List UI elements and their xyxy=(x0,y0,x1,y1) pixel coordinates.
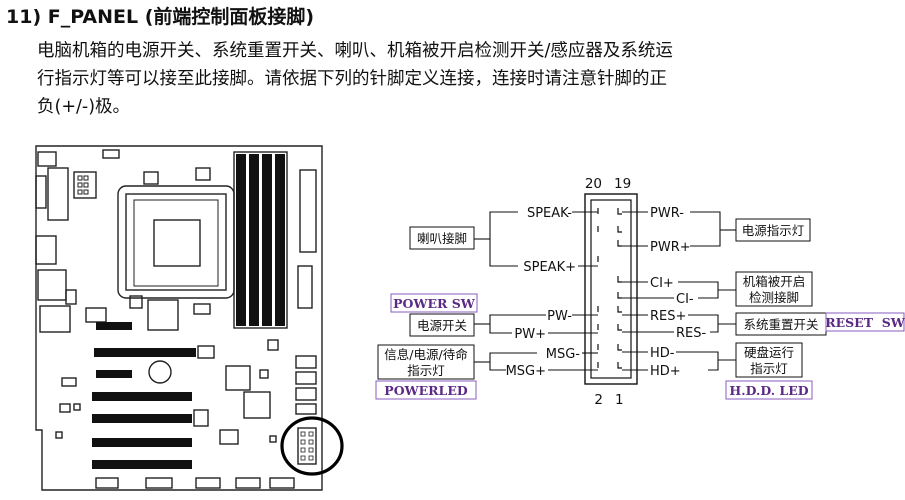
power-sw-tag-box xyxy=(390,293,478,313)
section-heading: 11) F_PANEL (前端控制面板接脚) xyxy=(6,6,315,28)
highlight-circle xyxy=(280,416,344,476)
connector-lines xyxy=(474,211,736,371)
power-switch-box xyxy=(409,313,475,337)
pin-label-19: 19 xyxy=(614,176,631,192)
pin-pwr-minus-label: PWR- xyxy=(650,206,684,221)
hdd-led-tag-box xyxy=(725,380,813,400)
hdd-led-box-label-2: 指示灯 xyxy=(750,361,788,376)
pin-label-20: 20 xyxy=(585,176,602,192)
power-led-tag: POWERLED xyxy=(384,383,468,398)
pin-pw-plus-label: PW+ xyxy=(514,327,546,342)
power-led-tag-box xyxy=(375,380,477,400)
intrusion-box xyxy=(735,271,813,307)
pin-label-2: 2 xyxy=(594,392,603,408)
pin-speak-minus-label: SPEAK- xyxy=(527,206,572,221)
f-panel-pin-diagram: 20 19 2 1 xyxy=(584,176,638,408)
pin-msg-minus-label: MSG- xyxy=(546,347,581,362)
power-switch-box-label: 电源开关 xyxy=(417,318,467,333)
pin-label-1: 1 xyxy=(615,392,624,408)
reset-switch-box-label: 系统重置开关 xyxy=(743,317,818,332)
description-line-1: 电脑机箱的电源开关、系统重置开关、喇叭、机箱被开启检测开关/感应器及系统运 xyxy=(37,41,673,61)
hdd-led-box-label-1: 硬盘运行 xyxy=(744,345,794,360)
pin-res-minus-label: RES- xyxy=(676,326,706,341)
pin-pw-minus-label: PW- xyxy=(547,309,572,324)
hdd-led-tag: H.D.D. LED xyxy=(729,383,808,398)
speaker-box xyxy=(409,226,475,250)
motherboard-illustration xyxy=(35,145,323,491)
description-line-3: 负(+/-)极。 xyxy=(37,97,131,117)
msg-led-box-label-2: 指示灯 xyxy=(407,363,445,378)
power-led-box xyxy=(735,218,811,242)
msg-led-box-label-1: 信息/电源/待命 xyxy=(384,347,468,362)
pin-msg-plus-label: MSG+ xyxy=(506,364,546,379)
pin-hd-plus-label: HD+ xyxy=(650,364,681,379)
msg-led-box xyxy=(377,344,475,380)
intrusion-box-label-2: 检测接脚 xyxy=(749,290,799,305)
power-led-box-label: 电源指示灯 xyxy=(742,223,805,238)
description-line-2: 行指示灯等可以接至此接脚。请依据下列的针脚定义连接，连接时请注意针脚的正 xyxy=(37,69,667,89)
pin-res-plus-label: RES+ xyxy=(650,309,686,324)
pin-ci-plus-label: CI+ xyxy=(650,276,674,291)
reset-sw-tag-box xyxy=(825,312,905,332)
speaker-box-label: 喇叭接脚 xyxy=(417,231,467,246)
pin-ci-minus-label: CI- xyxy=(676,292,694,307)
hdd-led-box xyxy=(735,342,803,378)
power-sw-tag: POWER SW xyxy=(393,296,476,311)
reset-sw-tag: RESET SW xyxy=(825,315,905,330)
pin-hd-minus-label: HD- xyxy=(650,346,675,361)
pin-speak-plus-label: SPEAK+ xyxy=(523,260,576,275)
intrusion-box-label-1: 机箱被开启 xyxy=(743,274,806,289)
pin-pwr-plus-label: PWR+ xyxy=(650,240,691,255)
